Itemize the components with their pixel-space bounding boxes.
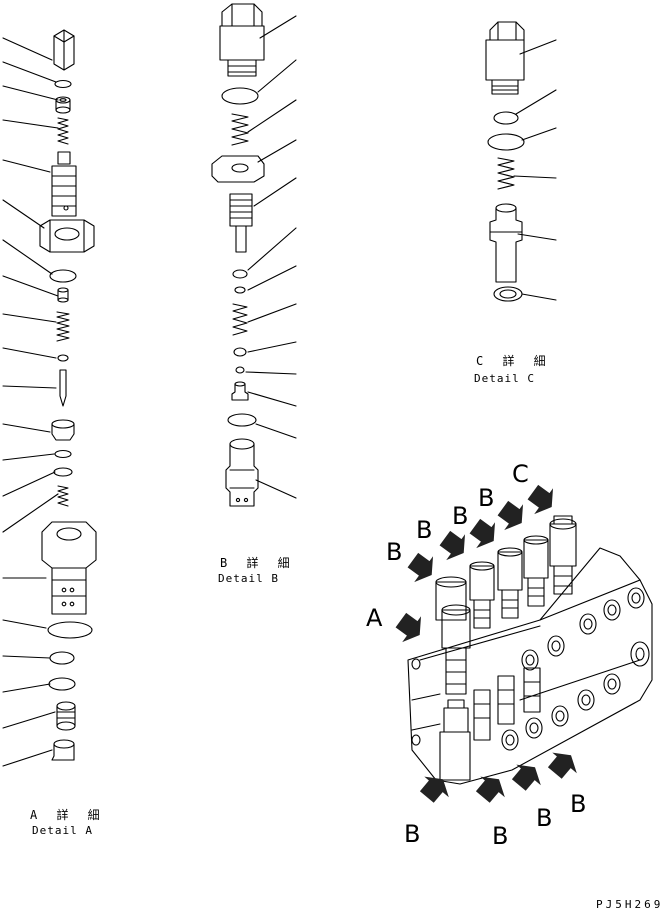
seal-ring-inner — [499, 289, 517, 299]
detail-c-caption-jp: C 詳 細 — [476, 354, 552, 368]
o-ring — [49, 269, 77, 283]
callout-label-b-lower-4: B — [570, 790, 587, 818]
adjusting-screw-body — [51, 151, 77, 217]
ring — [493, 111, 519, 125]
ring — [234, 286, 246, 294]
relief-valve-b-2 — [497, 547, 523, 619]
o-ring — [54, 79, 72, 89]
valve-block — [407, 547, 653, 785]
o-ring — [221, 87, 259, 105]
arrow-c — [527, 484, 554, 515]
relief-valve-b-1 — [469, 561, 495, 629]
detail-b-caption-jp: B 詳 細 — [220, 556, 296, 570]
side-ports — [411, 587, 650, 751]
callout-label-b-upper-4: B — [478, 484, 495, 512]
plug — [56, 701, 76, 731]
detail-a-leader-lines — [2, 37, 59, 767]
arrow-b-upper-2 — [439, 530, 466, 561]
detail-a-parts — [2, 29, 97, 767]
callout-label-c: C — [512, 460, 529, 488]
relief-valve-cap — [219, 3, 265, 77]
detail-b-caption-en: Detail B — [218, 572, 279, 585]
ring — [233, 347, 247, 357]
relief-valve-a — [441, 604, 471, 695]
spring — [497, 157, 515, 190]
poppet — [59, 369, 67, 407]
drawing-code: PJ5H269 — [596, 898, 664, 911]
seat — [51, 419, 75, 441]
seal-ring — [227, 413, 257, 427]
spring — [57, 117, 69, 145]
ring — [232, 269, 248, 279]
callout-label-b-upper-2: B — [416, 516, 433, 544]
callout-label-b-lower-2: B — [492, 822, 509, 850]
cap — [51, 739, 75, 761]
control-valve-assembly — [407, 515, 653, 785]
callout-label-b-lower-3: B — [536, 804, 553, 832]
ring — [54, 449, 72, 459]
callout-label-b-lower-1: B — [404, 820, 421, 848]
spring — [57, 485, 69, 507]
relief-valve-b-3 — [523, 535, 549, 607]
valve-sleeve — [225, 438, 259, 507]
cap-nut — [53, 29, 75, 71]
ring — [57, 354, 69, 362]
spring — [231, 113, 249, 146]
o-ring — [48, 677, 76, 691]
arrow-b-upper-1 — [407, 552, 434, 583]
ring — [235, 366, 245, 374]
valve-body — [41, 521, 97, 615]
poppet — [231, 381, 249, 401]
arrow-a — [395, 612, 422, 643]
o-ring — [487, 133, 525, 151]
arrow-b-upper-4 — [497, 500, 524, 531]
lock-nut — [211, 155, 265, 183]
detail-c-parts — [485, 21, 557, 302]
detail-a-caption-jp: A 詳 細 — [30, 808, 106, 822]
arrow-b-lower-1 — [419, 776, 449, 803]
spring — [56, 311, 70, 342]
arrow-b-lower-2 — [475, 776, 505, 803]
detail-b-parts — [211, 3, 297, 507]
detail-c-leader-lines — [513, 39, 557, 301]
detail-c-caption-en: Detail C — [474, 372, 535, 385]
spacer — [57, 287, 69, 303]
detail-b-leader-lines — [245, 15, 297, 499]
lower-relief-valves — [439, 667, 541, 781]
relief-valve-cap — [485, 21, 525, 95]
callout-label-a: A — [366, 604, 383, 632]
seal-ring — [493, 286, 523, 302]
relief-valve-b-4 — [435, 576, 467, 621]
backup-ring — [49, 651, 75, 665]
o-ring — [53, 467, 73, 477]
callout-label-b-upper-3: B — [452, 502, 469, 530]
spring — [232, 303, 248, 336]
adjusting-screw — [229, 193, 253, 253]
lock-nut — [39, 219, 95, 253]
piston — [489, 203, 523, 283]
detail-a-caption-en: Detail A — [32, 824, 93, 837]
arrow-b-lower-3 — [511, 764, 541, 791]
relief-valve-c — [549, 515, 577, 595]
washer — [55, 96, 71, 114]
arrow-b-lower-4 — [547, 752, 577, 779]
o-ring — [47, 621, 93, 639]
callout-arrows — [395, 484, 577, 803]
arrow-b-upper-3 — [469, 518, 496, 549]
callout-label-b-upper-1: B — [386, 538, 403, 566]
